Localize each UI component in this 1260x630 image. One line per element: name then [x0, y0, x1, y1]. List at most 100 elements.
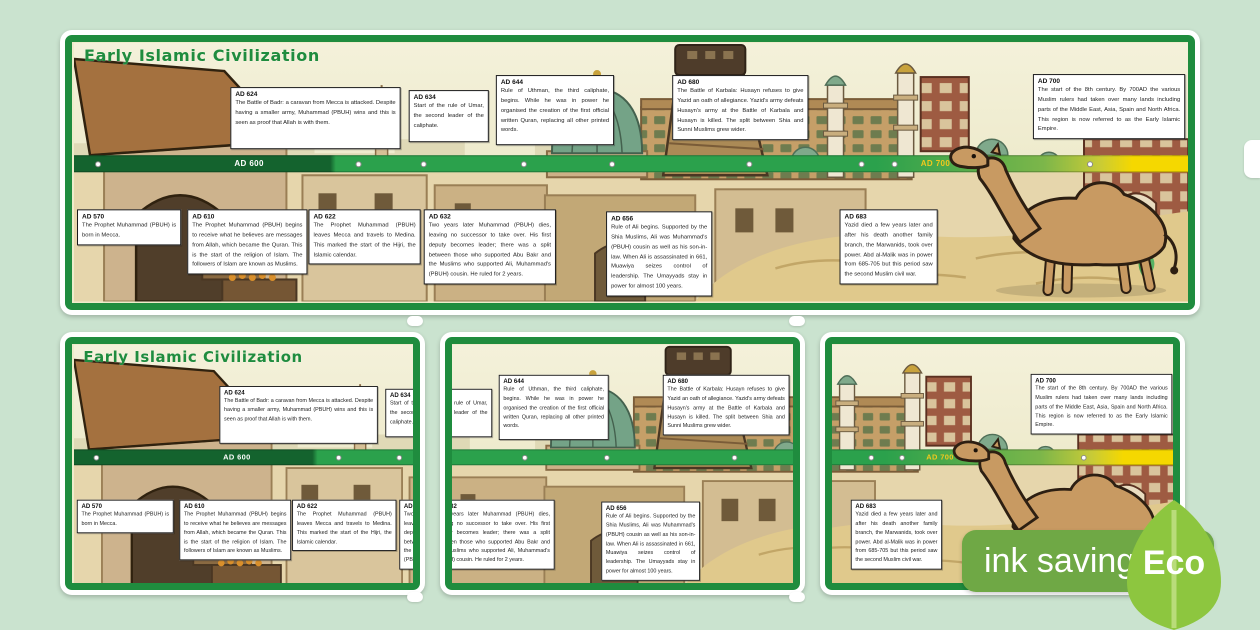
- event-date: AD 700: [1037, 78, 1061, 86]
- timeline-dot: [731, 454, 738, 461]
- event-card-ad632: AD 632 Two years later Muhammad (PBUH) d…: [452, 499, 555, 570]
- timeline-dot: [522, 454, 528, 461]
- event-text: The Prophet Muhammad (PBUH) begins to re…: [183, 511, 287, 555]
- event-text: The start of the 8th century. By 700AD t…: [1035, 386, 1168, 429]
- event-card-ad610: AD 610 The Prophet Muhammad (PBUH) begin…: [187, 209, 308, 275]
- event-card-ad634: AD 634 Start of the rule of Umar, the se…: [385, 388, 413, 438]
- event-date: AD 700: [1035, 377, 1056, 385]
- event-card-ad680: AD 680 The Battle of Karbala: Husayn ref…: [672, 75, 809, 141]
- event-date: AD 656: [605, 505, 627, 512]
- event-card-ad570: AD 570 The Prophet Muhammad (PBUH) is bo…: [77, 209, 182, 246]
- event-date: AD 632: [428, 213, 451, 221]
- event-date: AD 680: [677, 79, 700, 87]
- event-card-ad610: AD 610 The Prophet Muhammad (PBUH) begin…: [179, 499, 292, 561]
- timeline-dot: [1080, 454, 1087, 461]
- event-text: The Prophet Muhammad (PBUH) leaves Mecca…: [313, 222, 416, 258]
- timeline-dot: [891, 160, 898, 167]
- event-text: Start of the rule of Umar, the second le…: [413, 103, 484, 129]
- event-text: The Battle of Karbala: Husayn refuses to…: [677, 88, 804, 134]
- event-card-ad622: AD 622 The Prophet Muhammad (PBUH) leave…: [292, 499, 397, 552]
- event-date: AD 570: [82, 213, 105, 221]
- event-card-ad700: AD 700 The start of the 8th century. By …: [1032, 74, 1186, 140]
- event-date: AD 610: [183, 503, 205, 510]
- event-text: The Prophet Muhammad (PBUH) is born in M…: [82, 222, 177, 239]
- event-card-ad656: AD 656 Rule of Ali begins. Supported by …: [601, 501, 701, 581]
- timeline-dot: [335, 454, 342, 461]
- timeline-dot: [355, 160, 362, 167]
- page-separator-tab: [407, 592, 423, 602]
- event-card-ad644: AD 644 Rule of Uthman, the third calipha…: [498, 374, 609, 441]
- timeline-dot: [604, 454, 610, 461]
- poster-frame: Early Islamic Civilization AD 600 AD 700: [65, 35, 1195, 310]
- event-date: AD 634: [389, 392, 411, 400]
- event-date: AD 656: [611, 215, 634, 223]
- timeline-scene: Early Islamic Civilization AD 600 AD 700: [74, 345, 413, 583]
- event-card-ad656: AD 656 Rule of Ali begins. Supported by …: [606, 211, 713, 297]
- event-text: The Battle of Badr: a caravan from Mecca…: [224, 398, 374, 423]
- ink-saving-label: ink saving: [984, 542, 1136, 580]
- timeline-dot: [95, 160, 102, 167]
- event-date: AD 632: [452, 503, 457, 510]
- event-date: AD 644: [500, 79, 523, 87]
- event-text: The Prophet Muhammad (PBUH) leaves Mecca…: [296, 511, 392, 545]
- timeline-scene: Early Islamic Civilization AD 600 AD 700: [74, 43, 1188, 302]
- timeline-dot: [1087, 160, 1094, 167]
- event-date: AD 683: [844, 213, 867, 221]
- timeline-dot: [520, 160, 527, 167]
- event-date: AD 624: [224, 389, 245, 397]
- event-text: Two years later Muhammad (PBUH) dies, le…: [452, 511, 550, 564]
- event-date: AD 644: [503, 378, 524, 386]
- event-text: Rule of Uthman, the third caliphate, beg…: [500, 88, 610, 134]
- event-date: AD 634: [452, 393, 488, 400]
- event-date: AD 683: [855, 503, 876, 510]
- event-card-ad700: AD 700 The start of the 8th century. By …: [1030, 373, 1173, 435]
- event-text: The Battle of Badr: a caravan from Mecca…: [235, 100, 396, 126]
- event-date: AD 632: [403, 503, 413, 510]
- event-text: Rule of Ali begins. Supported by the Shi…: [605, 513, 696, 575]
- poster-frame: Early Islamic Civilization AD 600 AD 700: [445, 337, 800, 590]
- eco-label: Eco: [1142, 544, 1206, 582]
- event-card-ad683: AD 683 Yazid died a few years later and …: [839, 209, 938, 285]
- timeline-bar: AD 600 AD 700: [452, 449, 793, 466]
- timeline-poster-page-1: Early Islamic Civilization AD 600 AD 700: [60, 332, 425, 595]
- timeline-poster-full: Early Islamic Civilization AD 600 AD 700: [60, 30, 1200, 315]
- timeline-scene: Early Islamic Civilization AD 600 AD 700: [452, 345, 793, 583]
- event-card-ad632: AD 632 Two years later Muhammad (PBUH) d…: [399, 499, 413, 570]
- timeline-end-label: AD 700: [926, 453, 954, 462]
- timeline-poster-page-2: Early Islamic Civilization AD 600 AD 700: [440, 332, 805, 595]
- poster-frame: Early Islamic Civilization AD 600 AD 700: [65, 337, 420, 590]
- event-text: Rule of Ali begins. Supported by the Shi…: [611, 224, 708, 290]
- timeline-start-label: AD 600: [234, 159, 264, 169]
- event-text: Yazid died a few years later and after h…: [844, 222, 933, 278]
- event-date: AD 622: [313, 213, 336, 221]
- event-text: Rule of Uthman, the third caliphate, beg…: [503, 386, 605, 430]
- event-card-ad570: AD 570 The Prophet Muhammad (PBUH) is bo…: [76, 499, 174, 533]
- page-separator-tab: [789, 316, 805, 326]
- event-date: AD 622: [296, 503, 318, 510]
- event-date: AD 634: [413, 94, 436, 102]
- timeline-dot: [858, 160, 865, 167]
- timeline-end-label: AD 700: [920, 159, 951, 169]
- timeline-dot: [899, 454, 905, 461]
- event-card-ad634: AD 634 Start of the rule of Umar, the se…: [408, 90, 489, 143]
- event-text: Start of the rule of Umar, the second le…: [452, 400, 488, 416]
- event-card-ad634: AD 634 Start of the rule of Umar, the se…: [452, 388, 493, 438]
- event-date: AD 610: [192, 213, 215, 221]
- page-separator-tab: [789, 592, 805, 602]
- event-text: The Prophet Muhammad (PBUH) begins to re…: [192, 222, 303, 268]
- event-card-ad632: AD 632 Two years later Muhammad (PBUH) d…: [423, 209, 556, 285]
- event-text: Two years later Muhammad (PBUH) dies, le…: [403, 511, 413, 564]
- timeline-start-label: AD 600: [223, 453, 251, 462]
- event-text: The Battle of Karbala: Husayn refuses to…: [667, 386, 785, 430]
- event-card-ad622: AD 622 The Prophet Muhammad (PBUH) leave…: [308, 209, 421, 265]
- timeline-dot: [396, 454, 403, 461]
- event-card-ad624: AD 624 The Battle of Badr: a caravan fro…: [230, 87, 401, 150]
- timeline-dot: [746, 160, 753, 167]
- camel-illustration: [949, 141, 1179, 298]
- event-text: Two years later Muhammad (PBUH) dies, le…: [428, 222, 551, 278]
- timeline-dot: [93, 454, 100, 461]
- event-text: The Prophet Muhammad (PBUH) is born in M…: [81, 511, 170, 527]
- timeline-dot: [420, 160, 427, 167]
- eco-leaf-icon: [1127, 500, 1221, 630]
